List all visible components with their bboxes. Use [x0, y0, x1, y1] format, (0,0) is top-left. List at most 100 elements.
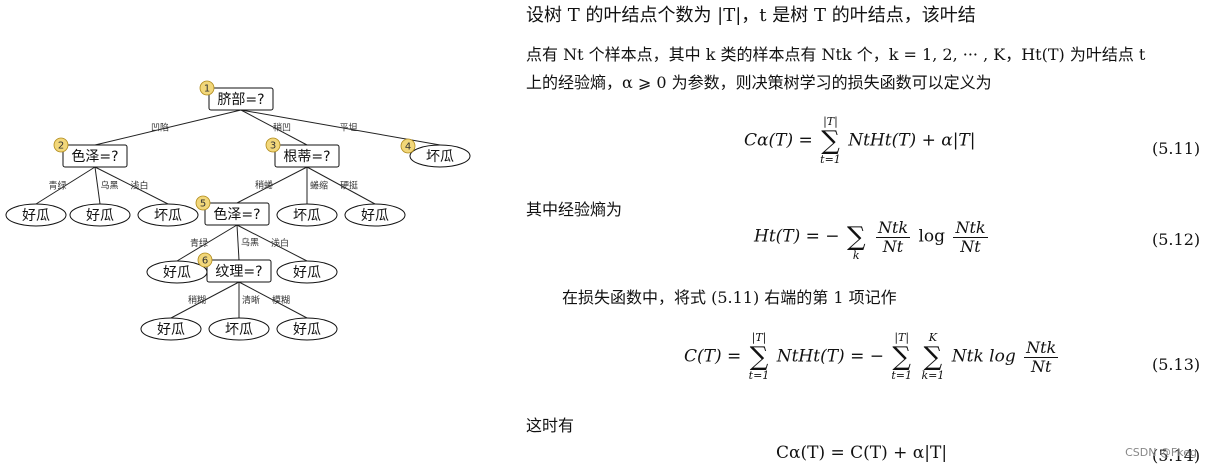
edge-label: 清晰	[242, 294, 260, 306]
sigma-symbol: ∑	[846, 222, 866, 252]
tree-edge	[176, 224, 238, 262]
leaf-node-ellipse	[276, 260, 338, 284]
node-label: 坏瓜	[426, 149, 454, 165]
node-number: 6	[202, 256, 208, 267]
sum-lower: k=1	[921, 369, 945, 382]
edge-label: 凹陷	[151, 122, 169, 134]
tree-edge	[94, 109, 242, 146]
eq513-fraction: Ntk Nt	[1024, 337, 1059, 376]
node-number-badge	[197, 252, 213, 268]
edge-label: 硬挺	[340, 180, 358, 192]
node-number-badge	[53, 137, 69, 153]
node-label: 好瓜	[86, 208, 114, 224]
tree-edge	[94, 166, 101, 205]
eq513-rhs: Ntk log	[951, 346, 1016, 367]
edge-label: 稍糊	[188, 294, 206, 306]
node-number-badge	[199, 80, 215, 96]
decision-node-box	[206, 259, 272, 283]
tree-edge	[170, 281, 240, 319]
eq513-lhs: C(T) =	[684, 346, 742, 367]
edge-label: 浅白	[271, 237, 289, 249]
tree-edge	[238, 281, 308, 319]
node-label: 好瓜	[163, 265, 191, 281]
leaf-node-ellipse	[276, 317, 338, 341]
watermark: CSDN @Fkeg	[1125, 446, 1197, 459]
leaf-node-ellipse	[208, 317, 270, 341]
sum-upper: |T|	[894, 331, 910, 344]
eq512-lhs: Ht(T) = −	[754, 226, 840, 247]
sigma-symbol: ∑	[892, 342, 911, 372]
node-label: 好瓜	[293, 322, 321, 338]
sum-lower: t=1	[891, 369, 913, 382]
node-label: 坏瓜	[154, 208, 182, 224]
eq-number-5-11: (5.11)	[1152, 139, 1201, 158]
tree-edge	[35, 166, 96, 205]
leaf-node-ellipse	[276, 203, 338, 227]
node-number-badge	[265, 137, 281, 153]
edge-label: 平坦	[339, 123, 357, 134]
decision-node-box	[274, 144, 340, 168]
node-number-badge	[400, 138, 416, 154]
eq511-sum-upper: |T|	[823, 115, 838, 128]
node-number: 3	[270, 141, 276, 152]
node-label: 根蒂=?	[283, 149, 330, 165]
edge-label: 模糊	[272, 294, 290, 306]
node-number-badge	[195, 195, 211, 211]
eq512-fraction-2: Ntk Nt	[953, 217, 988, 256]
edge-label: 稍蜷	[255, 179, 273, 191]
node-label: 好瓜	[22, 208, 50, 224]
eq512-sum: ​ ∑ k	[847, 212, 866, 262]
equation-5-12: Ht(T) = − ​ ∑ k Ntk Nt log Ntk Nt	[754, 212, 991, 262]
paragraph-1-line-2: 点有 Nt 个样本点，其中 k 类的样本点有 Ntk 个，k = 1, 2, ·…	[526, 45, 1146, 64]
paragraph-2: 其中经验熵为	[526, 200, 623, 219]
node-label: 坏瓜	[225, 322, 253, 338]
fraction-numerator: Ntk	[875, 217, 911, 238]
sum-upper: K	[928, 331, 937, 344]
eq-number-5-14: (5.14)	[1152, 446, 1201, 465]
eq511-sum: |T| ∑ t=1	[820, 116, 841, 166]
paragraph-1-line-1: 设树 T 的叶结点个数为 |T|，t 是树 T 的叶结点，该叶结	[526, 5, 976, 26]
leaf-node-ellipse	[69, 203, 131, 227]
fraction-denominator: Nt	[960, 236, 981, 256]
sigma-symbol: ∑	[923, 342, 943, 372]
node-label: 色泽=?	[213, 206, 260, 223]
fraction-numerator: Ntk	[1024, 337, 1059, 358]
eq-number-5-12: (5.12)	[1152, 230, 1201, 249]
node-label: 好瓜	[361, 208, 389, 224]
node-label: 脐部=?	[217, 92, 264, 108]
eq512-fraction-1: Ntk Nt	[875, 217, 911, 256]
leaf-node-ellipse	[140, 317, 202, 341]
edge-label: 青绿	[190, 237, 208, 249]
sum-upper: |T|	[751, 331, 767, 344]
leaf-node-ellipse	[137, 203, 199, 227]
fraction-numerator: Ntk	[953, 217, 988, 238]
eq513-mid: NtHt(T) = −	[776, 346, 884, 367]
sum-lower: t=1	[748, 369, 770, 382]
fraction-denominator: Nt	[1030, 356, 1052, 376]
edge-label: 蜷缩	[310, 180, 328, 192]
edge-label: 乌黑	[241, 237, 259, 249]
sigma-symbol: ∑	[821, 126, 840, 156]
node-label: 纹理=?	[215, 264, 262, 280]
tree-edge	[236, 166, 308, 204]
leaf-node-ellipse	[344, 203, 406, 227]
node-label: 坏瓜	[293, 208, 321, 224]
eq513-sum-3: K ∑ k=1	[921, 332, 944, 382]
node-number: 5	[200, 199, 206, 210]
tree-edge	[240, 109, 308, 146]
decision-node-box	[204, 202, 270, 226]
eq511-lhs: Cα(T) =	[744, 130, 813, 151]
paragraph-4: 这时有	[526, 416, 575, 435]
edge-label: 浅白	[130, 180, 148, 192]
node-number: 1	[204, 84, 210, 95]
edge-label: 乌黑	[100, 180, 118, 192]
paragraph-1-line-3: 上的经验熵，α ⩾ 0 为参数，则决策树学习的损失函数可以定义为	[526, 73, 992, 92]
tree-edge	[94, 166, 169, 205]
node-number: 2	[58, 141, 64, 152]
eq513-sum-1: |T| ∑ t=1	[749, 332, 770, 382]
leaf-node-ellipse	[5, 203, 67, 227]
eq-number-5-13: (5.13)	[1152, 355, 1201, 374]
decision-tree-diagram: 凹陷稍凹平坦青绿乌黑浅白稍蜷蜷缩硬挺青绿乌黑浅白稍糊清晰模糊脐部=?1色泽=?2…	[5, 80, 471, 341]
eq511-sum-lower: t=1	[820, 153, 841, 166]
eq512-log: log	[918, 226, 946, 247]
